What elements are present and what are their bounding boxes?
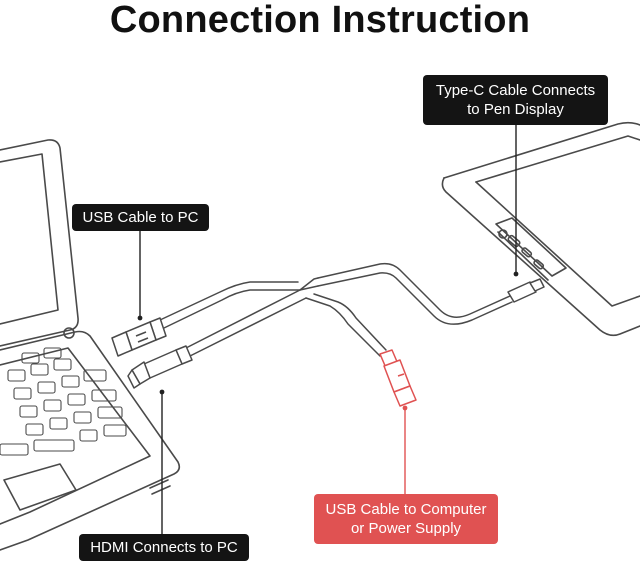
usb-power-plug-icon xyxy=(379,349,417,407)
callout-usb-power-line2: or Power Supply xyxy=(350,520,462,537)
callout-type-c-cable: Type-C Cable Connects to Pen Display xyxy=(423,75,608,125)
laptop-icon xyxy=(0,139,181,551)
usb-a-plug-icon xyxy=(111,317,167,357)
type-c-plug-icon xyxy=(507,278,545,303)
leader-lines xyxy=(137,125,519,534)
callout-usb-cable-to-power: USB Cable to Computer or Power Supply xyxy=(314,494,498,544)
page-title: Connection Instruction xyxy=(109,0,531,41)
hdmi-plug-icon xyxy=(127,345,193,389)
pen-display-icon xyxy=(441,121,640,337)
callout-usb-power-line1: USB Cable to Computer xyxy=(325,501,487,518)
cables xyxy=(159,262,513,357)
callout-hdmi-to-pc: HDMI Connects to PC xyxy=(79,534,249,561)
callout-type-c-line1: Type-C Cable Connects xyxy=(435,82,596,99)
callout-usb-cable-to-pc: USB Cable to PC xyxy=(72,204,209,231)
callout-type-c-line2: to Pen Display xyxy=(467,101,564,118)
